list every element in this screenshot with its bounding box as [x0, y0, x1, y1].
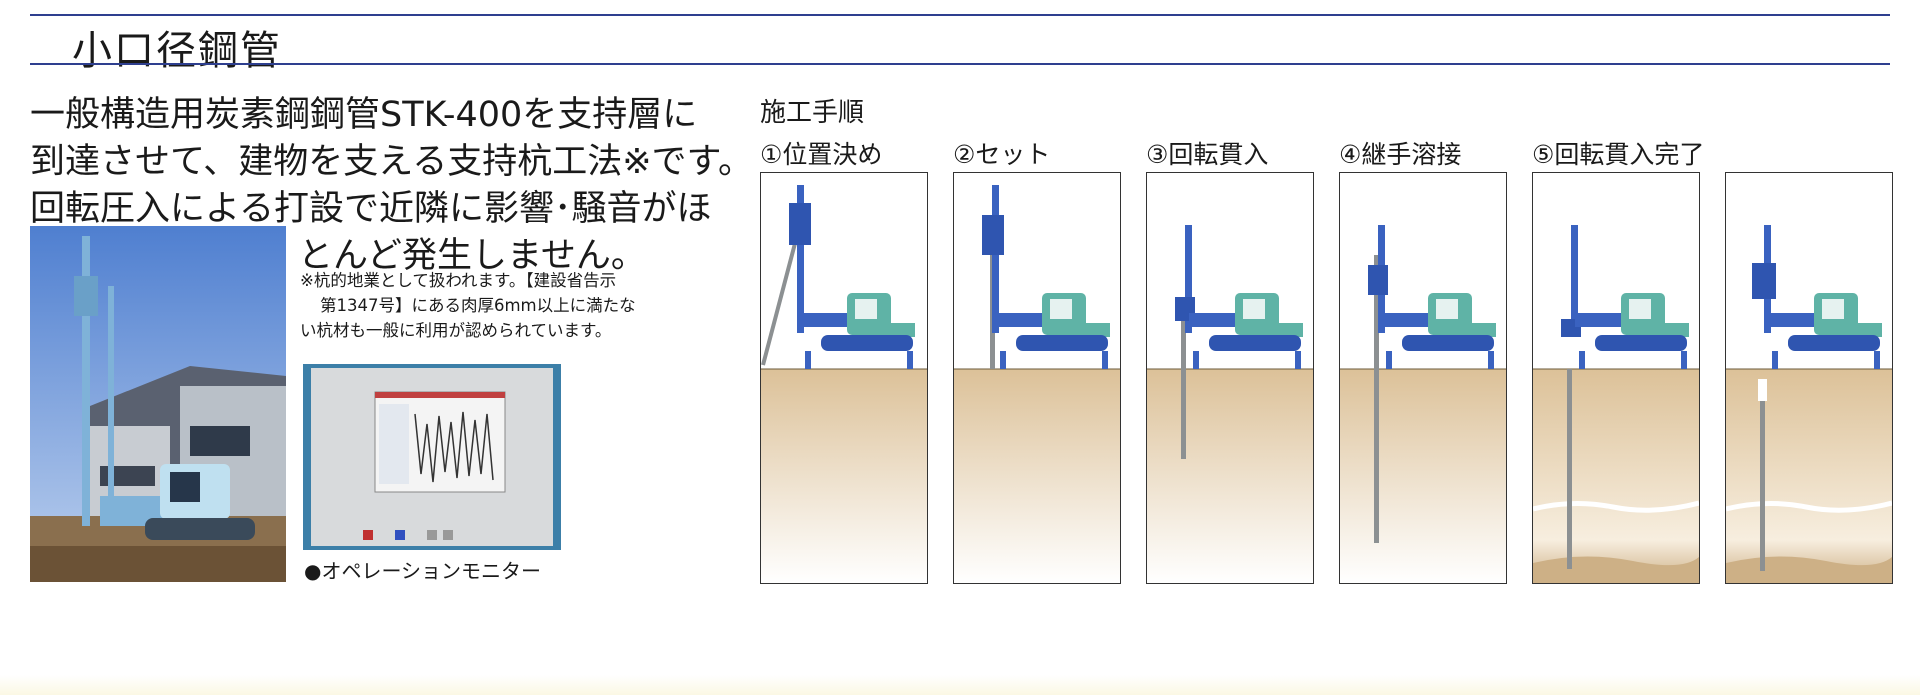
description-line: とんど発生しません。	[298, 236, 646, 276]
description-line: 一般構造用炭素鋼鋼管STK-400を支持層に	[30, 95, 698, 135]
pile-rig-icon	[1175, 225, 1303, 369]
step-panel-3	[1146, 172, 1314, 584]
footnote-line: 第1347号】にある肉厚6mm以上に満たな	[320, 296, 636, 315]
page-title: 小口径鋼管	[72, 28, 282, 74]
pile-rig-icon	[789, 185, 915, 369]
rig-photo	[30, 226, 286, 582]
pile-rig-icon	[1561, 225, 1689, 369]
footnote-line: ※杭的地業として扱われます。【建設省告示	[300, 271, 617, 290]
monitor-caption: ●オペレーションモニター	[304, 559, 542, 583]
description: 一般構造用炭素鋼鋼管STK-400を支持層に 到達させて、建物を支える支持杭工法…	[30, 92, 753, 280]
pile-rig-icon	[1752, 225, 1882, 369]
step-panel-4	[1339, 172, 1507, 584]
step-panel-1	[760, 172, 928, 584]
step-panel-6	[1725, 172, 1893, 584]
bottom-band	[0, 675, 1920, 695]
description-line: 到達させて、建物を支える支持杭工法※です。	[30, 142, 754, 182]
step-label-4: ④継手溶接	[1339, 140, 1462, 169]
step-panel-2	[953, 172, 1121, 584]
description-line: 回転圧入による打設で近隣に影響･騒音がほ	[30, 189, 712, 229]
procedure-title: 施工手順	[760, 98, 865, 128]
footnote: ※杭的地業として扱われます。【建設省告示 第1347号】にある肉厚6mm以上に満…	[300, 268, 700, 343]
step-label-2: ②セット	[953, 140, 1051, 169]
header-rule-bottom	[30, 63, 1890, 65]
step-label-1: ①位置決め	[760, 140, 883, 169]
pile-rig-icon	[1368, 225, 1496, 369]
step-label-5: ⑤回転貫入完了	[1532, 140, 1705, 169]
pile-rig-icon	[982, 185, 1110, 369]
monitor-photo	[303, 364, 561, 550]
footnote-line: い杭材も一般に利用が認められています。	[300, 321, 612, 340]
step-panel-5	[1532, 172, 1700, 584]
header-rule-top	[30, 14, 1890, 16]
step-label-3: ③回転貫入	[1146, 140, 1269, 169]
